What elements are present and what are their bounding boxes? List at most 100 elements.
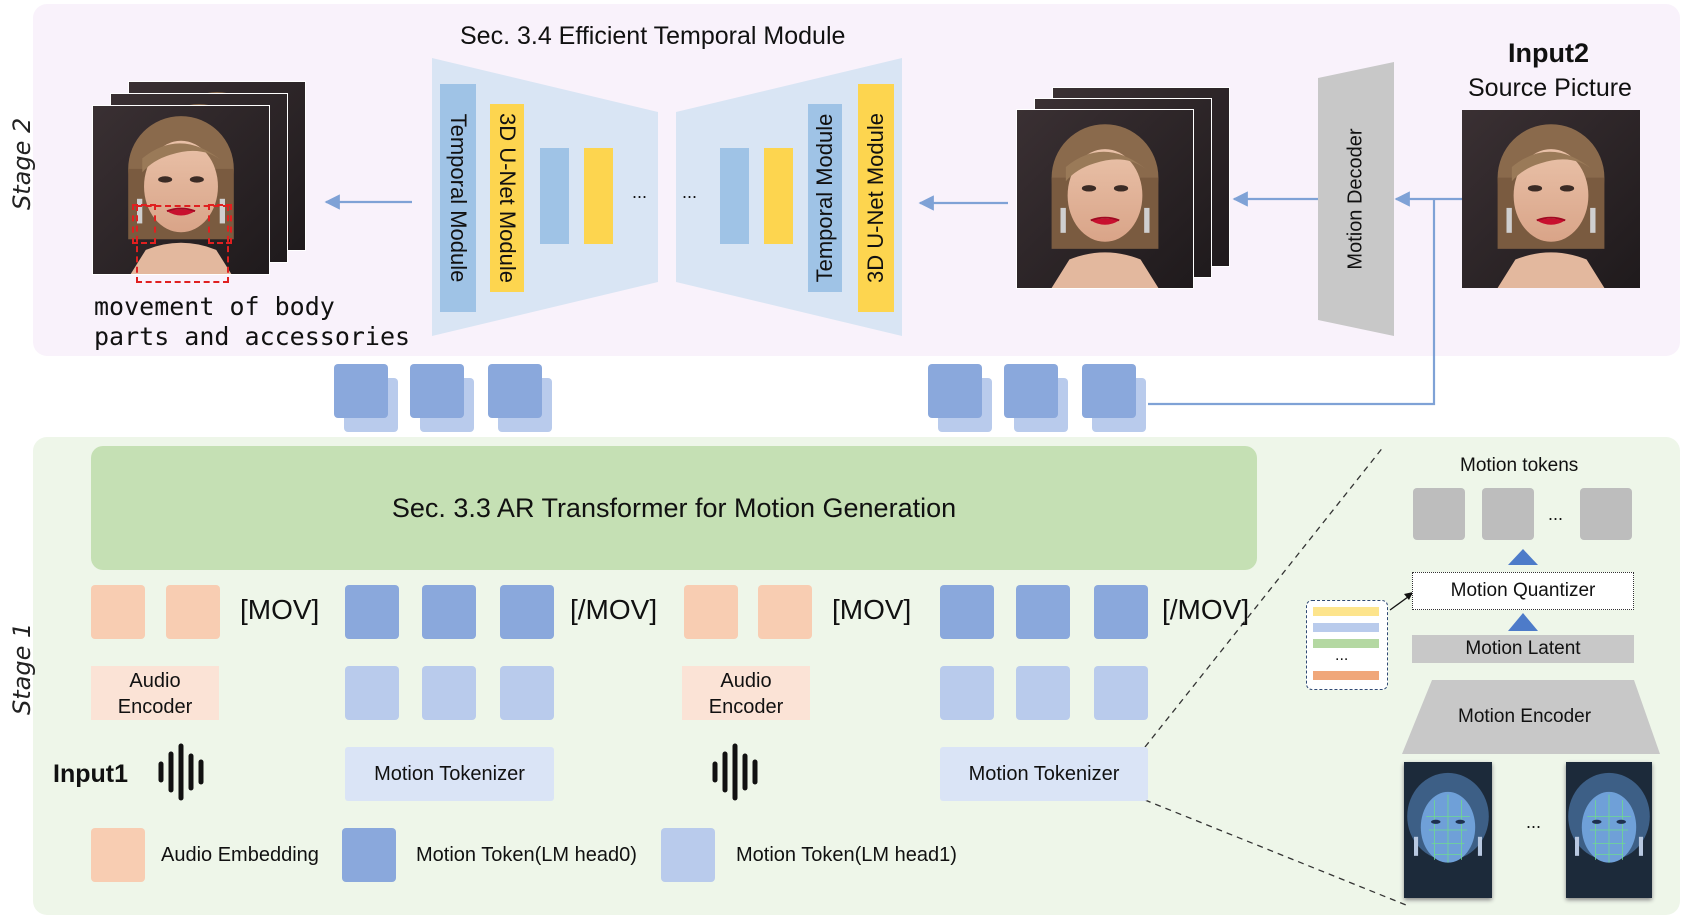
motion-token-h1-3 [500, 666, 554, 720]
output-caption-line1: movement of body [94, 292, 335, 321]
arrow-up-icon-quantizer [1508, 549, 1538, 565]
unet-small-bar-left [584, 148, 613, 244]
motion-token-h1-6 [1094, 666, 1148, 720]
legend-head1-swatch [661, 828, 715, 882]
line-source-to-tokens [1148, 199, 1436, 406]
output-frame-front [92, 105, 270, 275]
temporal-module-bar-left: Temporal Module [440, 84, 476, 312]
audio-token-1 [91, 585, 145, 639]
zoom-line-top [1144, 445, 1385, 748]
mov-close-tag-2: [/MOV] [1162, 594, 1250, 625]
input2-title: Input2 [1508, 38, 1589, 68]
token-stack-d-front [928, 364, 982, 418]
ar-transformer-title: Sec. 3.3 AR Transformer for Motion Gener… [391, 492, 957, 523]
unet-module-label-left: 3D U-Net Module [495, 113, 520, 283]
codebook-row-orange [1313, 671, 1379, 680]
token-stack-f-front [1082, 364, 1136, 418]
legend-audio-label: Audio Embedding [161, 844, 319, 866]
codebook-ellipsis: ... [1335, 647, 1349, 664]
temporal-small-bar-right [720, 148, 749, 244]
legend-head1-label: Motion Token(LM head1) [736, 844, 957, 866]
motion-latent: Motion Latent [1412, 635, 1634, 663]
motion-encoder-label: Motion Encoder [1458, 706, 1592, 727]
motion-tokens-title: Motion tokens [1460, 455, 1579, 476]
audio-encoder-1: Audio Encoder [91, 666, 219, 720]
audio-token-4 [758, 585, 812, 639]
audio-encoder-2-line2: Encoder [708, 696, 784, 718]
motion-token-h0-3 [500, 585, 554, 639]
motion-token-gray-1 [1413, 488, 1465, 540]
mesh-frames-ellipsis: ... [1526, 812, 1542, 832]
output-caption: movement of body parts and accessories [94, 292, 410, 352]
unet-small-bar-right [764, 148, 793, 244]
motion-token-gray-2 [1482, 488, 1534, 540]
ellipsis-left: ... [632, 182, 648, 202]
motion-decoder-label: Motion Decoder [1344, 128, 1367, 270]
earring-highlight-left [132, 204, 156, 244]
earring-highlight-right [208, 204, 232, 244]
zoom-line-bottom [1144, 799, 1407, 906]
audio-token-2 [166, 585, 220, 639]
audio-encoder-2: Audio Encoder [682, 666, 810, 720]
motion-token-h1-4 [940, 666, 994, 720]
output-caption-line2: parts and accessories [94, 322, 411, 351]
mesh-frame-first [1404, 762, 1492, 898]
audio-waveform-icon-2 [712, 743, 758, 801]
temporal-module-label-right: Temporal Module [812, 113, 837, 283]
token-stack-e-front [1004, 364, 1058, 418]
mov-close-tag-1: [/MOV] [570, 594, 658, 625]
motion-token-h0-1 [345, 585, 399, 639]
input2-subtitle: Source Picture [1468, 74, 1632, 102]
motion-token-h0-6 [1094, 585, 1148, 639]
motion-quantizer: Motion Quantizer [1412, 572, 1634, 610]
codebook-row-green [1313, 639, 1379, 648]
unet-module-bar-left: 3D U-Net Module [490, 104, 524, 292]
legend-head0-swatch [342, 828, 396, 882]
ellipsis-right: ... [682, 182, 698, 202]
token-stack-c-front [488, 364, 542, 418]
motion-token-h1-1 [345, 666, 399, 720]
motion-token-h0-5 [1016, 585, 1070, 639]
temporal-module-label-left: Temporal Module [446, 113, 471, 283]
unet-module-label-right: 3D U-Net Module [863, 113, 888, 283]
motion-token-h0-2 [422, 585, 476, 639]
arrow-up-icon-latent [1508, 613, 1538, 631]
codebook: ... [1306, 600, 1388, 690]
motion-tokenizer-2: Motion Tokenizer [940, 747, 1148, 801]
audio-encoder-2-line1: Audio [720, 670, 772, 692]
motion-latent-label: Motion Latent [1465, 638, 1581, 659]
legend-audio-swatch [91, 828, 145, 882]
temporal-title: Sec. 3.4 Efficient Temporal Module [460, 22, 846, 50]
token-stack-b-front [410, 364, 464, 418]
token-stack-a-front [334, 364, 388, 418]
motion-token-h0-4 [940, 585, 994, 639]
unet-module-bar-right: 3D U-Net Module [858, 84, 894, 312]
motion-decoder-shape [1318, 62, 1394, 336]
motion-tokenizer-1-label: Motion Tokenizer [374, 762, 525, 785]
audio-token-3 [684, 585, 738, 639]
motion-decoder: Motion Decoder [1318, 62, 1394, 336]
codebook-row-yellow [1313, 607, 1379, 616]
motion-token-h1-2 [422, 666, 476, 720]
input1-label: Input1 [53, 760, 128, 788]
motion-encoder-shape [1402, 680, 1660, 754]
ar-transformer: Sec. 3.3 AR Transformer for Motion Gener… [91, 446, 1257, 570]
temporal-module-bar-right: Temporal Module [808, 104, 842, 292]
motion-token-h1-5 [1016, 666, 1070, 720]
motion-tokenizer-1: Motion Tokenizer [345, 747, 554, 801]
decoded-frame-front [1016, 109, 1194, 289]
temporal-small-bar-left [540, 148, 569, 244]
codebook-row-blue [1313, 623, 1379, 632]
motion-tokens-ellipsis: ... [1548, 504, 1564, 524]
mesh-frame-last [1566, 762, 1652, 898]
audio-waveform-icon [158, 743, 204, 801]
legend-head0-label: Motion Token(LM head0) [416, 844, 637, 866]
source-picture [1462, 110, 1640, 288]
audio-encoder-1-line2: Encoder [117, 696, 193, 718]
mov-open-tag-2: [MOV] [832, 594, 912, 625]
motion-tokenizer-2-label: Motion Tokenizer [968, 762, 1120, 785]
highlight-box [136, 205, 229, 283]
motion-quantizer-label: Motion Quantizer [1450, 580, 1596, 601]
audio-encoder-1-line1: Audio [129, 670, 181, 692]
mov-open-tag-1: [MOV] [240, 594, 320, 625]
